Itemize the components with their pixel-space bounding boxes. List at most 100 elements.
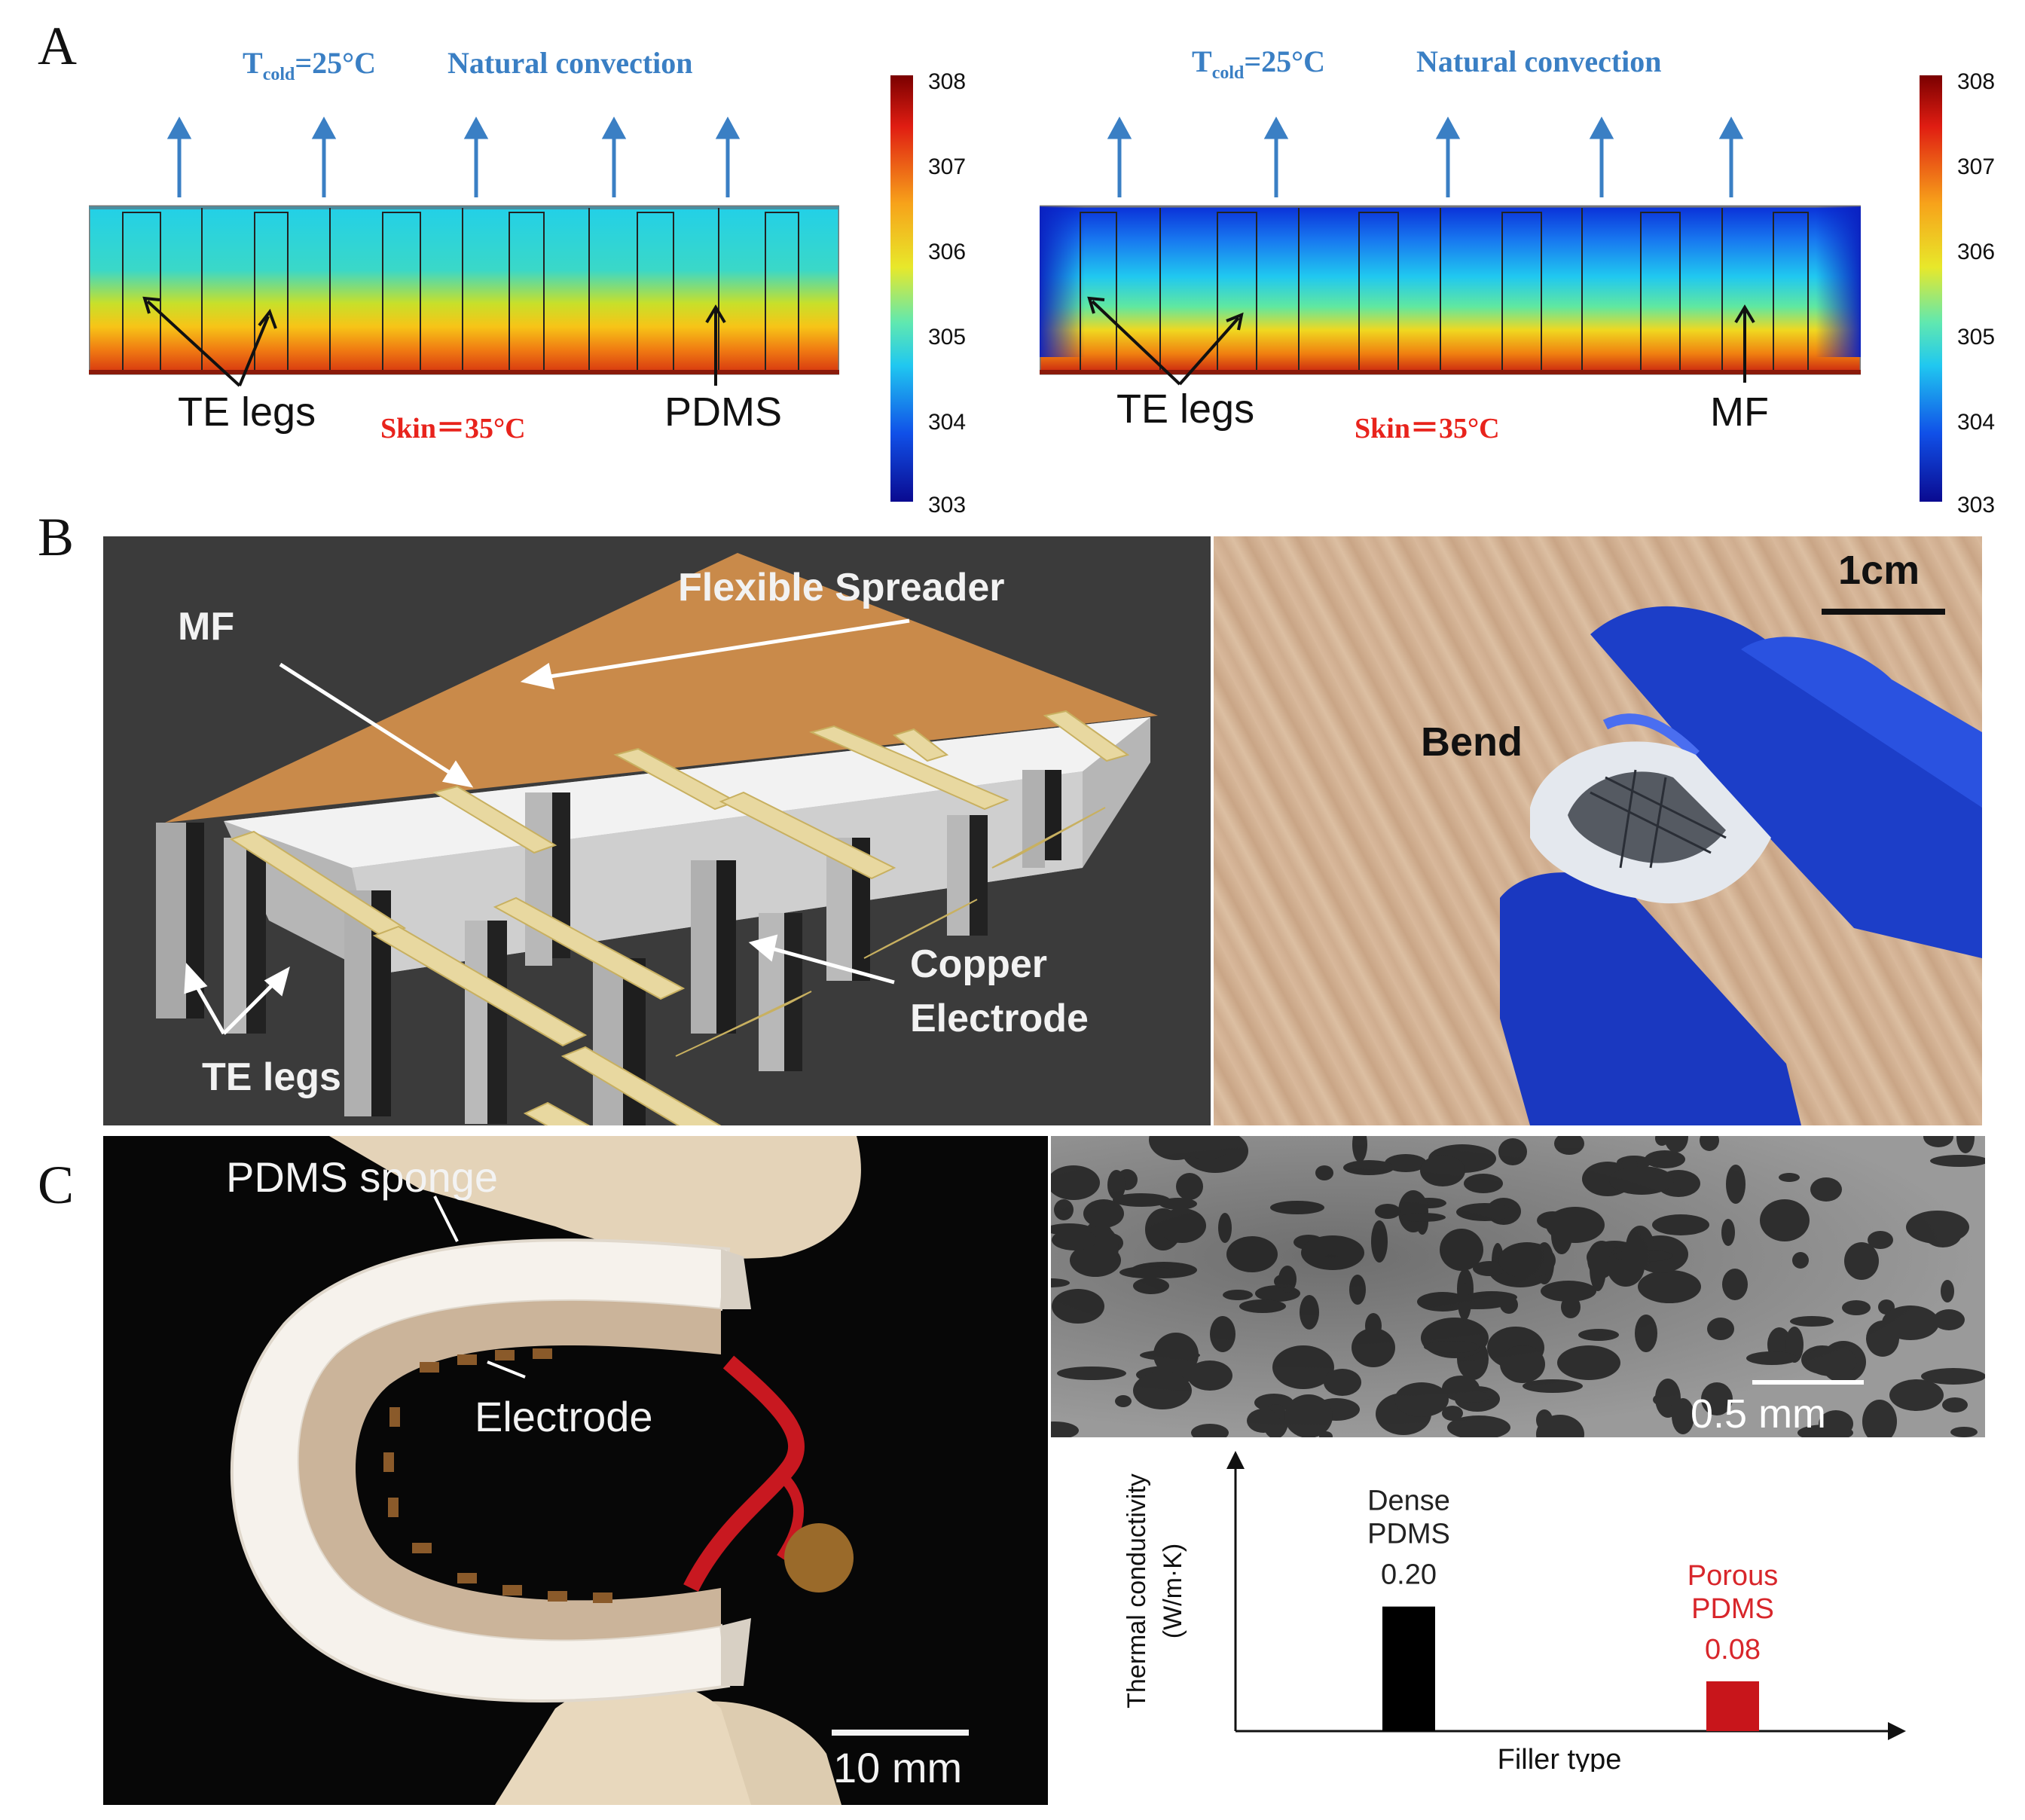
sem-pore — [1760, 1199, 1810, 1241]
te-legs-label-b: TE legs — [202, 1055, 341, 1099]
sem-pore — [1956, 1136, 1975, 1153]
sem-pore — [1324, 1369, 1361, 1396]
sem-pore — [1420, 1155, 1465, 1186]
sem-pore — [1158, 1208, 1206, 1243]
te-legs-label-right: TE legs — [1116, 386, 1255, 432]
thermal-conductivity-chart: Thermal conductivity(W/m·K)Filler type 0… — [1122, 1451, 1906, 1772]
sem-pore — [1052, 1229, 1097, 1250]
flexible-spreader-label: Flexible Spreader — [678, 566, 1005, 609]
colorbar-left-tick-305: 305 — [928, 325, 967, 350]
category-label-0-0: Dense — [1367, 1486, 1450, 1517]
sem-pore — [1862, 1400, 1897, 1437]
colorbar-left-tick-307: 307 — [928, 154, 967, 179]
colorbar-left-tick-308: 308 — [928, 69, 967, 94]
sem-pore — [1664, 1136, 1688, 1153]
sem-pore — [1051, 1421, 1079, 1437]
sem-pore — [1349, 1275, 1366, 1305]
natural-convection-label-right: Natural convection — [1416, 44, 1662, 78]
scale-bar-1cm — [1822, 609, 1945, 615]
sem-pore — [1466, 1291, 1517, 1303]
y-axis-arrow — [1226, 1451, 1245, 1469]
colorbar-right-tick-306: 306 — [1957, 240, 1996, 264]
sem-pore — [1371, 1220, 1388, 1263]
copper-label: Copper — [910, 942, 1047, 986]
t-cold-subscript: cold — [1211, 63, 1245, 83]
t-cold-value: =25°C — [295, 46, 377, 80]
sem-pore — [1473, 1261, 1506, 1276]
sem-pore — [1239, 1299, 1286, 1313]
sem-pore — [1842, 1300, 1871, 1315]
sem-pore — [1284, 1394, 1333, 1437]
sem-pore — [1113, 1193, 1170, 1207]
t-cold-label-right: Tcold=25°C — [1192, 44, 1325, 84]
bend-label: Bend — [1421, 719, 1523, 765]
sem-pore — [1950, 1427, 1978, 1437]
colorbar-right-tick-303: 303 — [1957, 493, 1996, 518]
pdms-sponge-label: PDMS sponge — [226, 1153, 499, 1201]
sem-pore — [1638, 1270, 1701, 1303]
sem-pore — [1107, 1170, 1126, 1200]
sem-pore — [1546, 1207, 1605, 1243]
colorbar-left — [890, 75, 913, 502]
colorbar-left-tick-306: 306 — [928, 240, 967, 264]
sem-pore — [1385, 1154, 1427, 1172]
sem-pore — [1498, 1242, 1556, 1278]
te-legs-label-left: TE legs — [178, 389, 316, 435]
sem-pore — [1051, 1165, 1100, 1200]
t-cold-value: =25°C — [1244, 44, 1326, 78]
panel-label-a: A — [38, 16, 77, 76]
scale-label-10mm: 10 mm — [833, 1744, 963, 1791]
pdms-label: PDMS — [664, 389, 783, 435]
sem-pore — [1889, 1379, 1944, 1411]
sem-pore — [1300, 1295, 1319, 1330]
sem-pore — [1274, 1275, 1290, 1288]
sem-pore — [1218, 1213, 1232, 1243]
device-schematic — [103, 536, 1211, 1125]
sem-pore — [1652, 1214, 1709, 1235]
heat-arrows-right — [1107, 116, 1744, 197]
sem-pore — [1270, 1201, 1324, 1214]
sem-pore — [1906, 1211, 1969, 1244]
sem-pore — [1722, 1269, 1748, 1300]
sem-pore — [1810, 1177, 1842, 1202]
sem-pore — [1456, 1203, 1513, 1221]
sem-pore — [1187, 1360, 1232, 1391]
sem-pore — [1254, 1394, 1293, 1412]
sem-pore — [1806, 1346, 1857, 1376]
sem-pore — [1578, 1329, 1619, 1341]
bar-1 — [1706, 1681, 1759, 1731]
thermal-map-mf — [1040, 205, 1861, 375]
sem-pore — [1726, 1165, 1746, 1204]
sem-pore — [1133, 1372, 1192, 1409]
sem-pore — [1394, 1382, 1449, 1417]
sem-pore — [1440, 1229, 1483, 1271]
sem-pore — [1057, 1367, 1126, 1380]
bar-0 — [1382, 1606, 1435, 1731]
sem-pore — [1645, 1150, 1685, 1168]
colorbar-right-tick-305: 305 — [1957, 325, 1996, 350]
sem-pore — [1498, 1138, 1527, 1165]
scale-label-sem: 0.5 mm — [1691, 1391, 1827, 1437]
sem-pore — [1458, 1283, 1471, 1321]
bar-value-label-1: 0.08 — [1705, 1634, 1761, 1666]
sem-pore — [1247, 1409, 1280, 1433]
scale-bar-sem — [1752, 1380, 1864, 1385]
bend-photo-drawing — [1500, 606, 1982, 1125]
sem-pore — [1191, 1424, 1229, 1437]
y-axis-label: Thermal conductivity — [1122, 1473, 1151, 1709]
sem-pore — [1672, 1398, 1694, 1434]
schematic-drawing — [156, 553, 1158, 1125]
sem-pore — [1921, 1368, 1985, 1385]
sem-pore — [1523, 1379, 1583, 1393]
sem-pore — [1701, 1382, 1733, 1415]
sem-pore — [1176, 1173, 1203, 1200]
sem-pore — [1866, 1321, 1899, 1357]
natural-convection-label-left: Natural convection — [447, 46, 693, 80]
sponge-photo-drawing — [230, 1136, 861, 1805]
sem-pore — [1557, 1345, 1620, 1380]
t-cold-subscript: cold — [262, 65, 295, 84]
sem-pore — [1930, 1155, 1985, 1167]
y-axis-units: (W/m·K) — [1159, 1544, 1187, 1639]
sem-pore — [1933, 1309, 1965, 1330]
panel-label-c: C — [38, 1155, 75, 1215]
